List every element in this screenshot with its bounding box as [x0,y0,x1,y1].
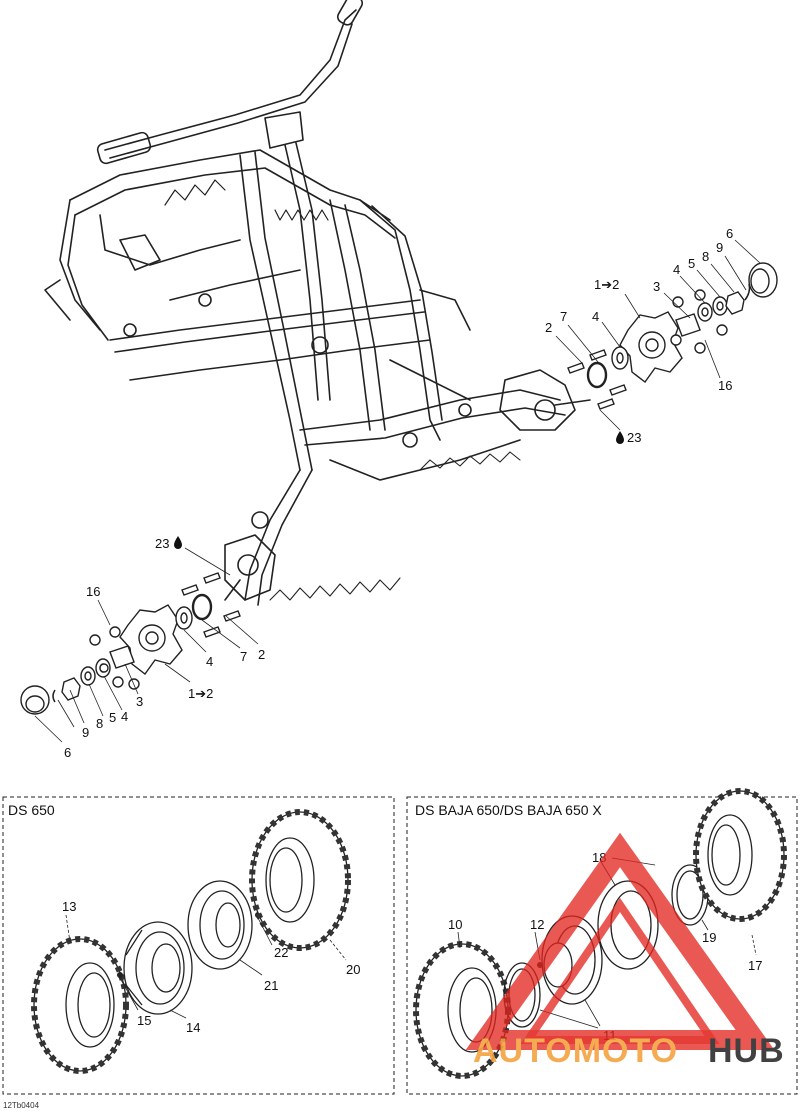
callout-5-left: 5 [109,710,116,725]
callout-23-right: 23 [627,430,641,445]
callout-5-right: 5 [688,256,695,271]
panel-ds-baja-title: DS BAJA 650/DS BAJA 650 X [415,802,602,818]
callout-8-right: 8 [702,249,709,264]
callout-6-left: 6 [64,745,71,760]
callout-4b-left: 4 [121,709,128,724]
callout-1-2-left: 1➔2 [188,686,213,701]
callout-7-left: 7 [240,649,247,664]
atv-frame [44,0,591,606]
callout-4-left: 4 [206,654,213,669]
right-hub-callouts: 1➔2 2 7 4 3 4 5 8 9 6 16 23 [545,226,733,445]
grease-drop-icon-left [174,536,182,549]
rim-14 [123,921,193,1015]
callout-20: 20 [346,962,360,977]
watermark-text-auto: AUTOMOTO [473,1032,678,1070]
tire-13 [31,936,129,1074]
callout-4b-right: 4 [673,262,680,277]
callout-6-right: 6 [726,226,733,241]
panel-ds-baja: DS BAJA 650/DS BAJA 650 X [406,788,798,1095]
callout-3-right: 3 [653,279,660,294]
callout-9-left: 9 [82,725,89,740]
automotohub-watermark: AUTOMOTO HUB [465,832,785,1070]
figure-code: 12Tb0404 [3,1101,40,1110]
panel-ds650-leaders [65,914,347,1019]
callout-15: 15 [137,1013,151,1028]
callout-10: 10 [448,917,462,932]
callout-17: 17 [748,958,762,973]
tire-20 [249,809,351,951]
callout-1-2-right: 1➔2 [594,277,619,292]
valve-15 [117,972,123,978]
callout-7-right: 7 [560,309,567,324]
callout-8-left: 8 [96,716,103,731]
callout-9-right: 9 [716,240,723,255]
callout-22: 22 [274,945,288,960]
callout-2-left: 2 [258,647,265,662]
leader-lines [34,239,761,743]
callout-21: 21 [264,978,278,993]
callout-16-left: 16 [86,584,100,599]
left-hub-assembly [20,572,241,715]
callout-19: 19 [702,930,716,945]
callout-4-right: 4 [592,309,599,324]
callout-3-left: 3 [136,694,143,709]
callout-2-right: 2 [545,320,552,335]
callout-12: 12 [530,917,544,932]
right-hub-assembly [567,262,778,410]
callout-16-right: 16 [718,378,732,393]
callout-14: 14 [186,1020,200,1035]
panel-ds650: DS 650 [2,796,395,1095]
grease-drop-icon-right [616,431,624,444]
tire-17 [693,788,787,922]
callout-23-left: 23 [155,536,169,551]
rim-21 [187,880,253,970]
watermark-text-hub: HUB [708,1032,785,1070]
callout-13: 13 [62,899,76,914]
panel-ds650-title: DS 650 [8,802,55,818]
left-hub-callouts: 23 16 4 7 2 1➔2 3 4 5 8 9 6 [64,536,265,760]
